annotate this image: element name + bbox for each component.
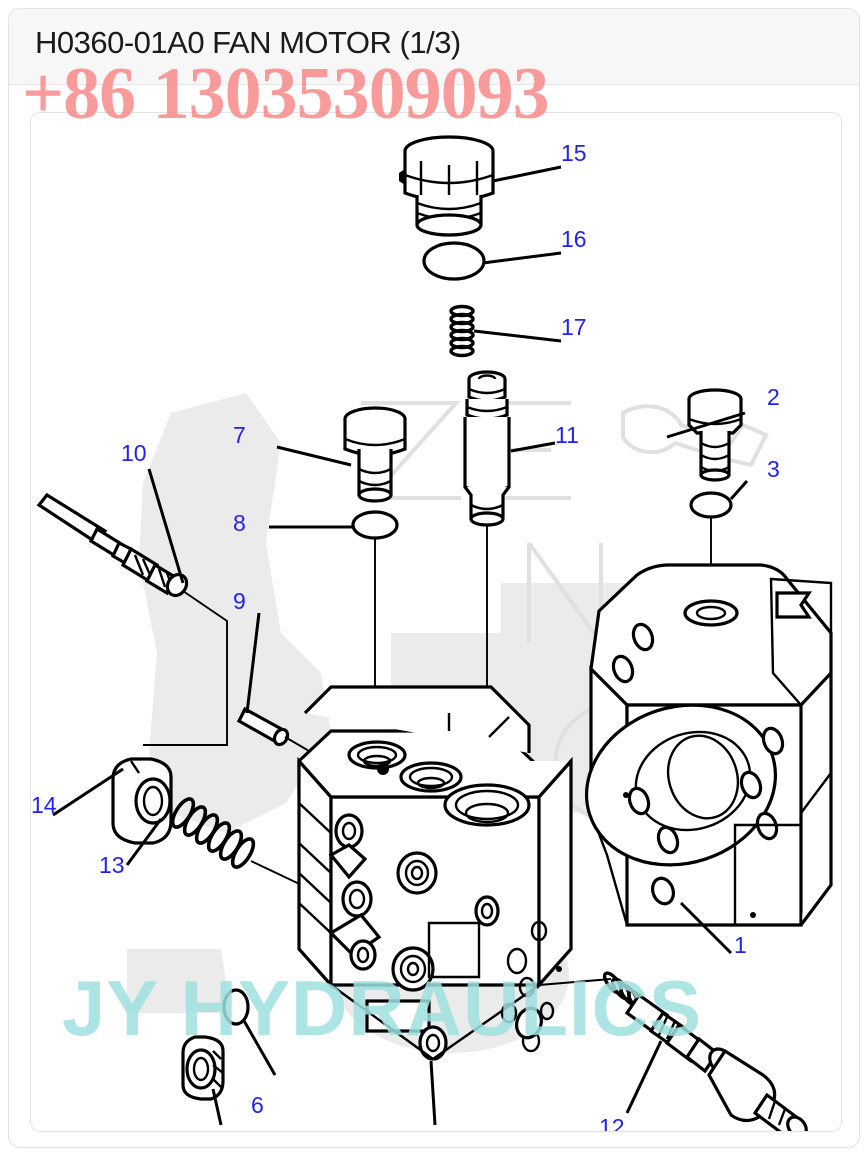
callout-label-11: 11 xyxy=(555,422,579,448)
callout-label-17: 17 xyxy=(561,314,587,340)
part-12-sensor-assembly xyxy=(538,971,808,1131)
callout-label-12: 12 xyxy=(599,1114,625,1132)
leader-11 xyxy=(510,441,556,453)
leader-7 xyxy=(276,445,352,467)
callout-label-7: 7 xyxy=(233,422,246,448)
callout-label-5: 5 xyxy=(187,1126,200,1132)
part-7-plunger-cap xyxy=(343,406,407,503)
callout-label-16: 16 xyxy=(561,226,587,252)
callout-label-6: 6 xyxy=(251,1092,264,1118)
part-15-filler-cap xyxy=(399,135,495,237)
callout-label-1: 1 xyxy=(734,932,747,958)
leader-15 xyxy=(492,165,562,183)
drawing-panel: 1 2 3 4 5 6 7 8 9 10 11 12 13 14 15 16 1… xyxy=(30,112,842,1132)
part-10-hose-fitting xyxy=(36,492,228,746)
part-4-plug xyxy=(429,1060,437,1126)
page-title: H0360-01A0 FAN MOTOR (1/3) xyxy=(35,25,461,60)
part-8-o-ring xyxy=(351,510,399,693)
leader-1 xyxy=(679,901,733,955)
leader-14 xyxy=(52,767,124,817)
leader-16 xyxy=(482,251,562,265)
callout-label-8: 8 xyxy=(233,510,246,536)
callout-label-15: 15 xyxy=(561,140,587,166)
part-17-spring xyxy=(449,304,475,358)
part-6-o-ring xyxy=(222,988,277,1076)
leader-3 xyxy=(729,480,749,500)
callout-label-3: 3 xyxy=(767,456,780,482)
callout-label-4: 4 xyxy=(434,1126,447,1132)
callout-label-13: 13 xyxy=(99,852,125,878)
callout-label-10: 10 xyxy=(121,440,147,466)
center-valve-block xyxy=(297,685,573,1061)
callout-label-14: 14 xyxy=(31,792,57,818)
header-band: H0360-01A0 FAN MOTOR (1/3) xyxy=(9,9,859,85)
part-16-o-ring xyxy=(422,241,486,281)
callout-label-2: 2 xyxy=(767,384,780,410)
part-5-nut-fitting xyxy=(181,1035,225,1126)
leader-17 xyxy=(473,329,562,343)
part-1-motor-housing xyxy=(584,563,833,927)
part-2-hex-bolt xyxy=(687,388,743,482)
callout-label-9: 9 xyxy=(233,588,246,614)
leader-9 xyxy=(245,612,261,714)
parts-line-drawing: 1 2 3 4 5 6 7 8 9 10 11 12 13 14 15 16 1… xyxy=(31,135,833,1132)
